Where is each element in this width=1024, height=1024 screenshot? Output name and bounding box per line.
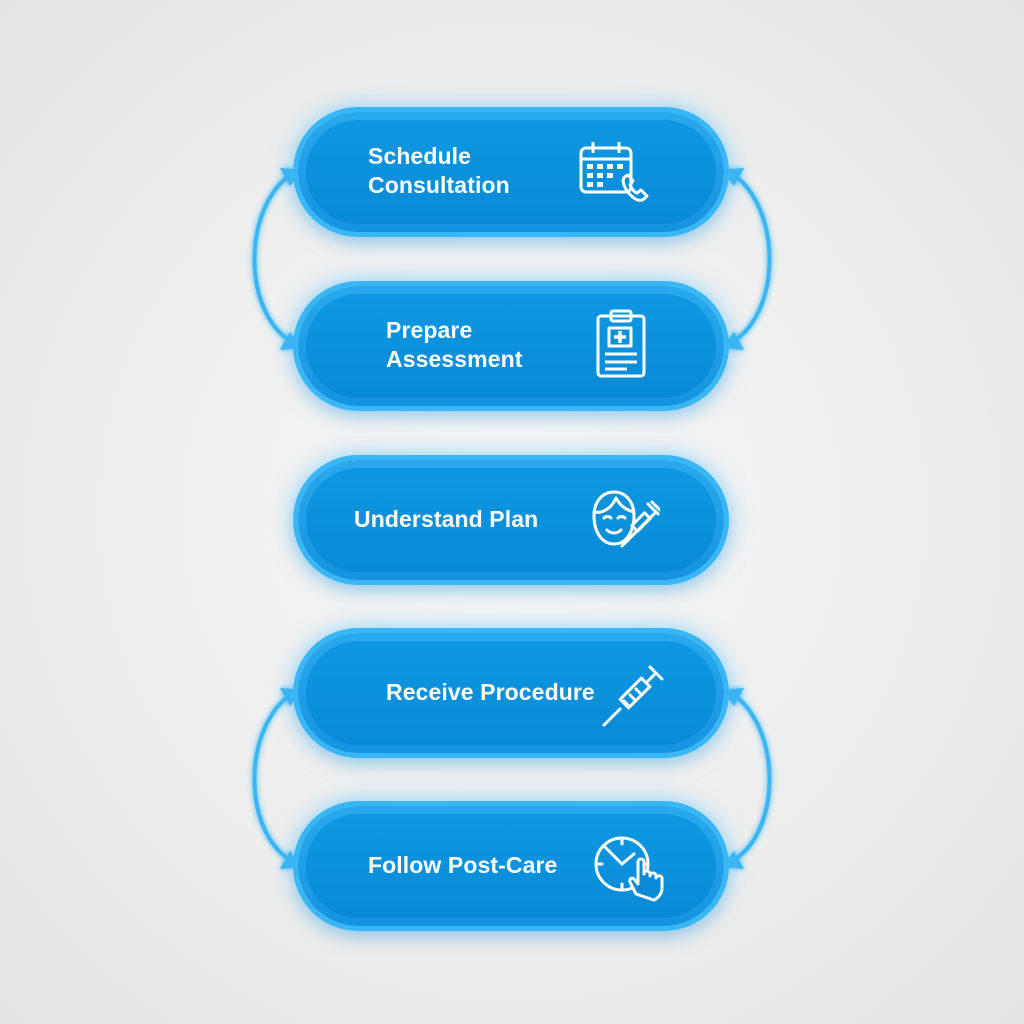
step-label: Schedule Consultation — [368, 142, 510, 200]
cycle-arrow-left-bottom — [252, 688, 302, 869]
face-syringe-icon — [592, 490, 660, 548]
cycle-arrow-right-bottom — [722, 688, 772, 869]
clock-hand-icon — [594, 836, 664, 902]
step-label-line2: Consultation — [368, 172, 510, 198]
step-label-line1: Prepare — [386, 317, 473, 343]
step-schedule-consultation[interactable]: Schedule Consultation — [298, 112, 724, 232]
cycle-arrow-right-top — [722, 168, 772, 350]
step-understand-plan[interactable]: Understand Plan — [298, 460, 724, 580]
syringe-icon — [602, 665, 664, 727]
step-label-line2: Assessment — [386, 346, 523, 372]
step-receive-procedure[interactable]: Receive Procedure — [298, 633, 724, 753]
step-prepare-assessment[interactable]: Prepare Assessment — [298, 286, 724, 406]
step-label: Follow Post-Care — [368, 852, 558, 878]
step-label: Prepare Assessment — [386, 316, 523, 374]
step-label-line1: Schedule — [368, 143, 472, 169]
step-label: Understand Plan — [354, 506, 539, 532]
step-follow-post-care[interactable]: Follow Post-Care — [298, 806, 724, 926]
cycle-arrow-left-top — [252, 168, 302, 350]
clipboard-medical-icon — [596, 309, 646, 378]
step-label: Receive Procedure — [386, 679, 595, 705]
calendar-phone-icon — [579, 142, 649, 202]
